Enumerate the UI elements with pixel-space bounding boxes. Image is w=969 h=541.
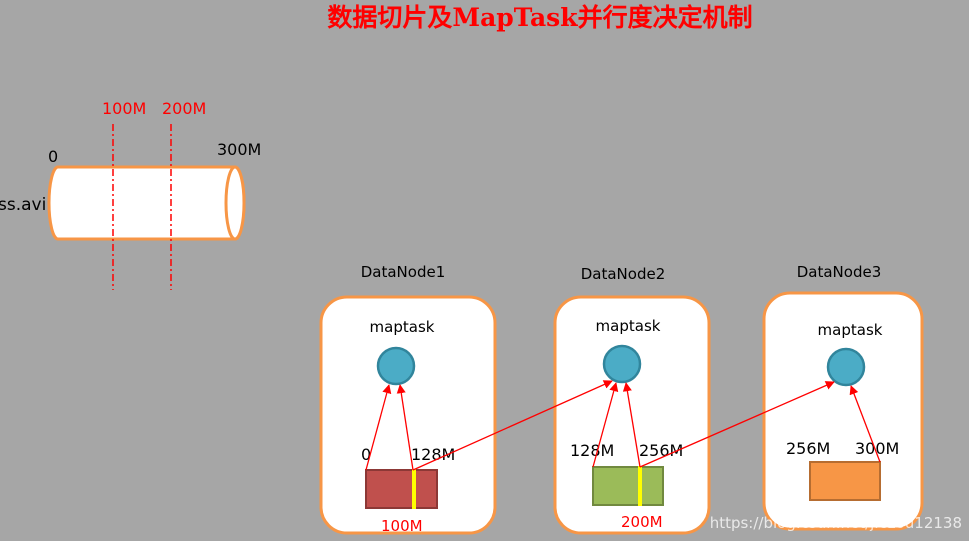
datanode-1-split-label: 100M (381, 517, 423, 535)
datanode-1-maptask-circle (376, 346, 416, 386)
datanode-2-maptask-circle (602, 344, 642, 384)
arrow-dn1-to-dn2 (412, 380, 613, 471)
datanode-1-maptask-label: maptask (370, 318, 435, 336)
file-cylinder (47, 165, 246, 241)
split-arrows (365, 380, 881, 471)
watermark: https://blog.csdn.net/jiezou12138 (710, 514, 962, 532)
datanode-1-block (365, 469, 438, 509)
datanode-3-maptask-circle (826, 347, 866, 387)
datanode-1-box (319, 295, 497, 535)
arrow-dn1-left (365, 384, 392, 471)
file-end-label: 300M (217, 140, 261, 159)
datanode-2-maptask-label: maptask (596, 317, 661, 335)
datanode-3-maptask-label: maptask (818, 321, 883, 339)
datanode-3-left-label: 256M (786, 439, 830, 458)
datanode-1-right-label: 128M (411, 445, 455, 464)
datanode-1-title: DataNode1 (361, 263, 446, 281)
datanode-1-left-label: 0 (361, 445, 371, 464)
arrow-dn3-right (849, 385, 881, 463)
split-label-2: 200M (162, 99, 206, 118)
page-title: 数据切片及MapTask并行度决定机制 (327, 3, 752, 32)
datanode-1-split-marker (412, 469, 416, 509)
arrow-dn2-mid (622, 382, 641, 468)
datanode-3-box (762, 291, 924, 531)
datanode-2-split-label: 200M (621, 513, 663, 531)
datanode-3-title: DataNode3 (797, 263, 882, 281)
datanode-2-split-marker (638, 466, 642, 506)
datanode-3-block (809, 461, 881, 501)
split-label-1: 100M (102, 99, 146, 118)
datanode-2-title: DataNode2 (581, 265, 666, 283)
datanode-3-right-label: 300M (855, 439, 899, 458)
arrow-dn2-left (592, 382, 619, 468)
file-name: ss.avi (0, 195, 46, 215)
arrow-dn2-to-dn3 (639, 381, 835, 468)
datanode-2-block (592, 466, 664, 506)
arrow-dn1-mid (396, 384, 414, 471)
file-start-label: 0 (48, 147, 58, 166)
datanode-2-left-label: 128M (570, 441, 614, 460)
datanode-2-right-label: 256M (639, 441, 683, 460)
